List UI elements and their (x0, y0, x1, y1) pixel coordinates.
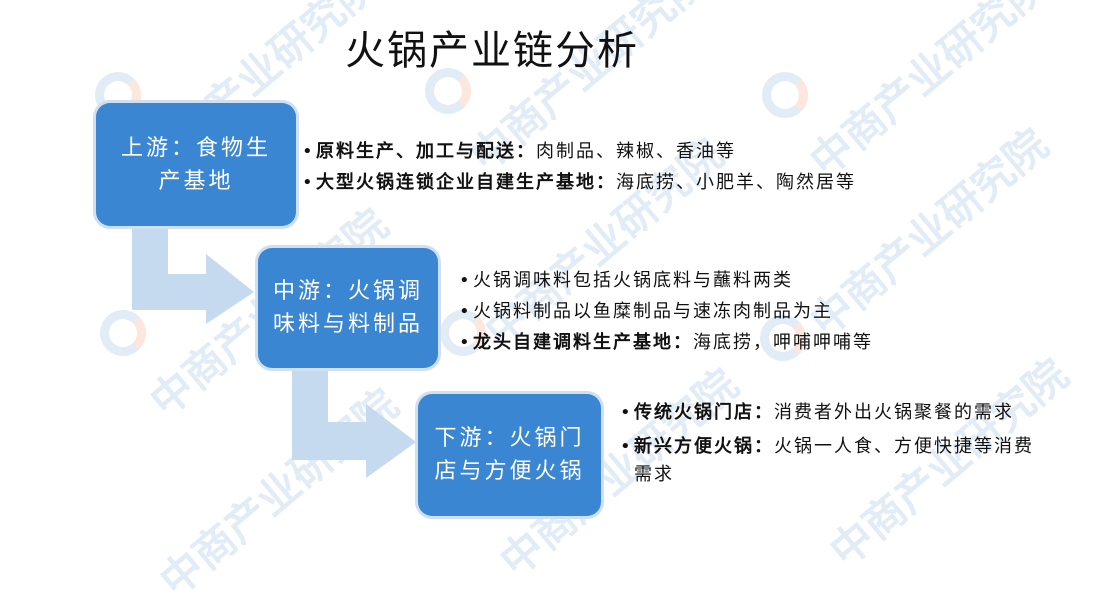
list-item: 火锅调味料包括火锅底料与蘸料两类 (459, 265, 873, 296)
list-item: 新兴方便火锅：火锅一人食、方便快捷等消费需求 (620, 433, 1040, 489)
list-item: 原料生产、加工与配送：肉制品、辣椒、香油等 (302, 136, 856, 167)
list-item: 大型火锅连锁企业自建生产基地：海底捞、小肥羊、陶然居等 (302, 167, 856, 198)
arrow-upstream-to-midstream (132, 224, 254, 324)
watermark-logo-icon (762, 72, 808, 118)
midstream-bullet-list: 火锅调味料包括火锅底料与蘸料两类 火锅料制品以鱼糜制品与速冻肉制品为主 龙头自建… (459, 265, 873, 358)
stage-downstream-box: 下游：火锅门店与方便火锅 (418, 394, 601, 516)
page-title: 火锅产业链分析 (345, 28, 639, 74)
list-item: 火锅料制品以鱼糜制品与速冻肉制品为主 (459, 296, 873, 327)
downstream-bullet-list: 传统火锅门店：消费者外出火锅聚餐的需求 新兴方便火锅：火锅一人食、方便快捷等消费… (620, 399, 1040, 495)
stage-midstream-box: 中游：火锅调味料与料制品 (258, 248, 438, 368)
stage-upstream-box: 上游：食物生产基地 (96, 103, 296, 226)
watermark-logo-icon (100, 310, 146, 356)
watermark-logo-icon (425, 68, 471, 114)
upstream-bullet-list: 原料生产、加工与配送：肉制品、辣椒、香油等 大型火锅连锁企业自建生产基地：海底捞… (302, 136, 856, 198)
list-item: 龙头自建调料生产基地：海底捞，呷哺呷哺等 (459, 327, 873, 358)
arrow-midstream-to-downstream (292, 366, 416, 478)
list-item: 传统火锅门店：消费者外出火锅聚餐的需求 (620, 399, 1040, 427)
